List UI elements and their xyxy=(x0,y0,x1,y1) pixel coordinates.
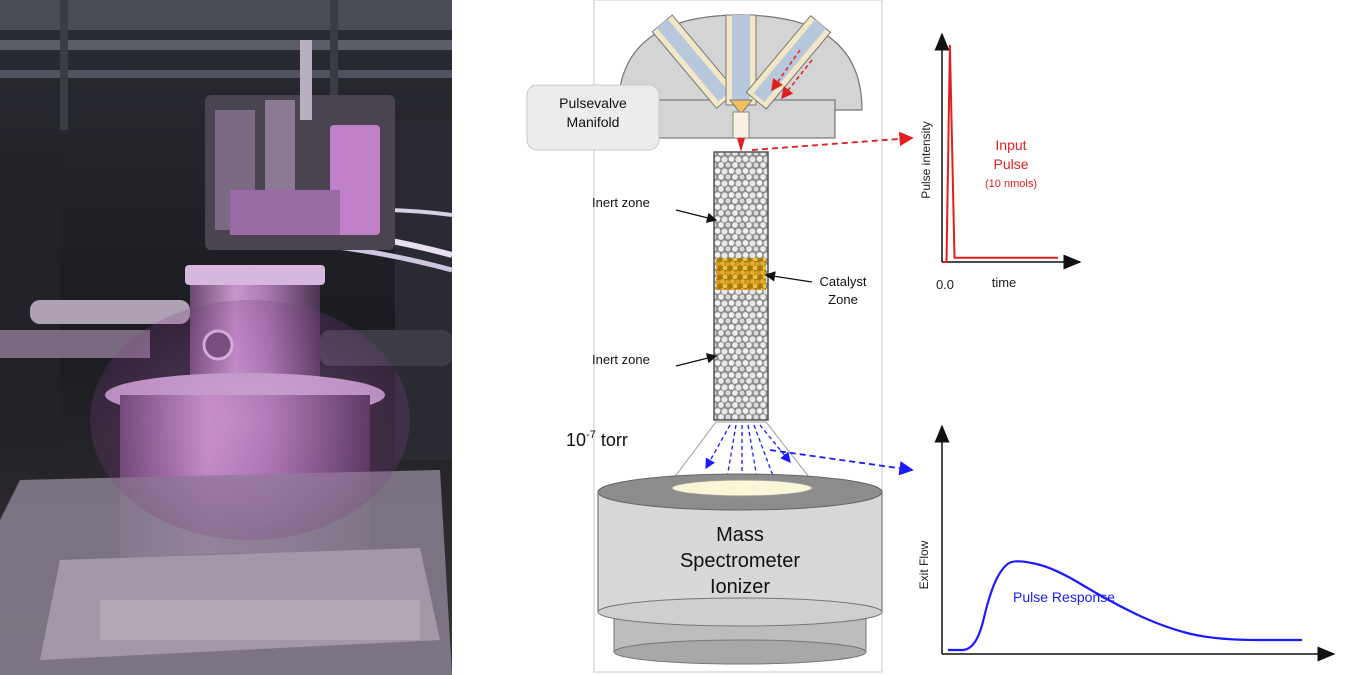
input-x-label: time xyxy=(992,275,1017,290)
mass-spec-label-line3: Ionizer xyxy=(710,576,770,598)
mass-spec-label-line2: Spectrometer xyxy=(680,550,800,572)
reactor-tube xyxy=(713,151,769,421)
input-annotation-line2: Pulse xyxy=(993,156,1028,172)
catalyst-zone-label-line2: Zone xyxy=(828,292,858,307)
pulsevalve-label-box xyxy=(526,84,660,151)
pulsevalve-label-line2: Manifold xyxy=(567,114,620,130)
exit-annotation: Pulse Response xyxy=(1013,589,1115,605)
exit-flow-chart: Exit Flow Pulse Response xyxy=(917,424,1336,662)
input-connector-arrow xyxy=(751,131,914,151)
mass-spec-label-line1: Mass xyxy=(716,524,764,546)
catalyst-zone-label-line1: Catalyst xyxy=(820,274,867,289)
input-annotation-line1: Input xyxy=(995,137,1026,153)
pressure-label: 10-7 torr xyxy=(566,429,628,450)
input-annotation-line3: (10 nmols) xyxy=(985,178,1037,190)
inert-zone-bottom-label: Inert zone xyxy=(592,352,650,367)
output-connector-arrow xyxy=(769,449,914,476)
pulsevalve-label-line1: Pulsevalve xyxy=(559,95,627,111)
pulse-response-series xyxy=(947,560,1302,652)
input-x-tick-0: 0.0 xyxy=(936,277,954,292)
input-pulse-series xyxy=(943,44,1058,263)
exit-y-label: Exit Flow xyxy=(917,540,931,589)
input-y-label: Pulse intensity xyxy=(919,121,933,198)
inert-zone-top-label: Inert zone xyxy=(592,195,650,210)
reactor-diagram: Pulsevalve Manifold Inert zone Catalyst … xyxy=(526,0,914,673)
reactor-apparatus-photo xyxy=(0,0,453,675)
catalyst-zone-pointer xyxy=(764,271,813,283)
inert-zone-top-pointer xyxy=(675,209,718,223)
diagram-frame xyxy=(593,0,883,673)
inert-zone-bottom-pointer xyxy=(675,353,718,367)
input-pulse-chart: Pulse intensity time 0.0 Input Pulse (10… xyxy=(919,32,1082,292)
catalyst-bed xyxy=(716,258,766,290)
mass-spectrometer xyxy=(597,473,883,665)
pulsevalve-manifold xyxy=(617,14,863,152)
